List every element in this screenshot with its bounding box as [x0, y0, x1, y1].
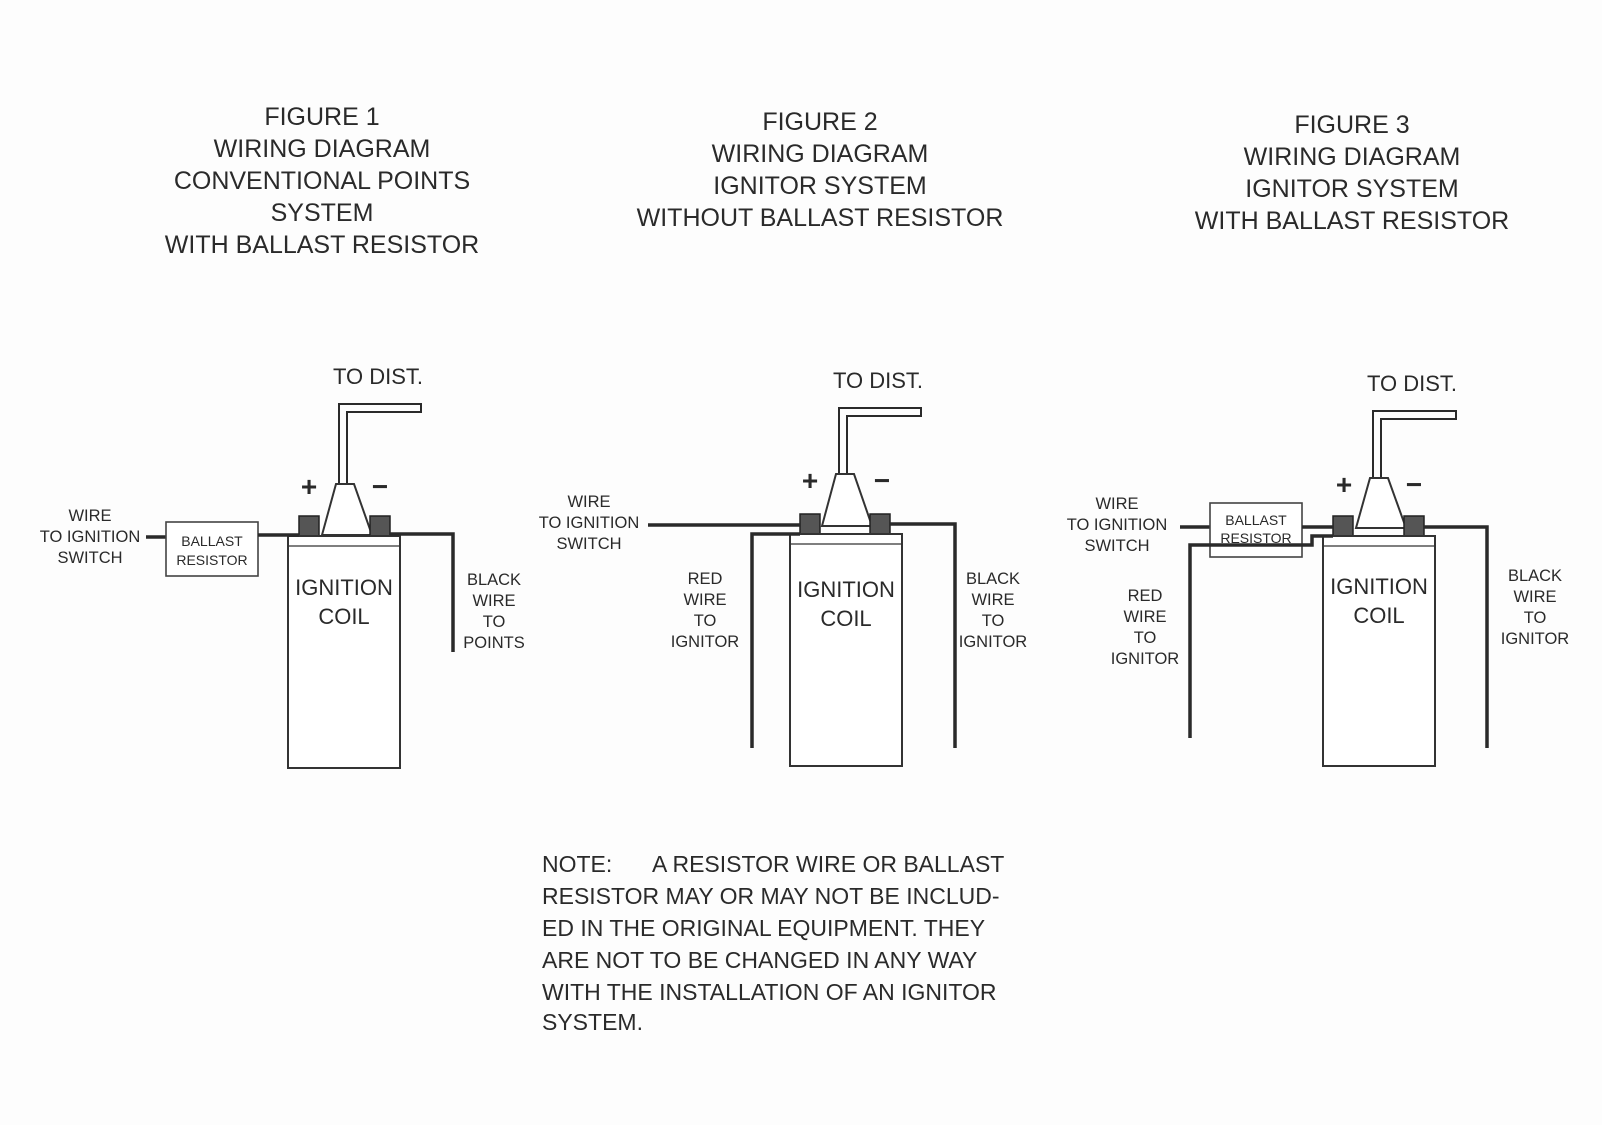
- figure-3-distributor-lead: [1372, 410, 1457, 478]
- figure-3-switch-wire-label: TO IGNITION: [1067, 516, 1168, 534]
- figure-3-red-wire: [1188, 534, 1333, 738]
- figure-3-black-wire: [1424, 525, 1489, 748]
- figure-1-resistor-label: RESISTOR: [176, 552, 247, 568]
- figure-2-black-wire-label: TO: [982, 612, 1005, 630]
- figure-1-title-line: WIRING DIAGRAM: [214, 135, 431, 163]
- figure-2-negative-terminal: [869, 513, 891, 535]
- figure-3-title-line: WITH BALLAST RESISTOR: [1195, 207, 1509, 235]
- figure-1-coil-tower: [320, 483, 374, 536]
- figure-2-coil-tower: [820, 473, 874, 527]
- figure-2-title-line: WIRING DIAGRAM: [712, 140, 929, 168]
- figure-3-ballast-resistor: [1209, 502, 1303, 558]
- note-line: ED IN THE ORIGINAL EQUIPMENT. THEY: [542, 915, 985, 941]
- figure-3: FIGURE 3 WIRING DIAGRAM IGNITOR SYSTEM W…: [1067, 111, 1570, 767]
- figure-2-coil-label: IGNITION: [797, 577, 895, 602]
- figure-3-negative-terminal: [1403, 515, 1425, 537]
- figure-3-resistor-label: RESISTOR: [1220, 530, 1291, 546]
- figure-3-positive-terminal: [1332, 515, 1354, 537]
- figure-3-red-wire-label: IGNITOR: [1111, 650, 1180, 668]
- figure-1-switch-wire-label: TO IGNITION: [40, 528, 141, 546]
- figure-2-black-wire: [890, 522, 957, 748]
- figure-3-coil-tower: [1354, 477, 1408, 529]
- figure-1-switch-wire-label: WIRE: [68, 507, 111, 525]
- figure-2-ignition-coil: [789, 533, 903, 767]
- figure-1-plus-sign: +: [301, 471, 317, 502]
- figure-3-switch-wire-label: WIRE: [1095, 495, 1138, 513]
- figure-3-resistor-label: BALLAST: [1225, 512, 1287, 528]
- figure-1-black-wire: [390, 532, 455, 652]
- figure-2-black-wire-label: WIRE: [971, 591, 1014, 609]
- figure-3-red-wire-label: TO: [1134, 629, 1157, 647]
- note-line: RESISTOR MAY OR MAY NOT BE INCLUD-: [542, 883, 1000, 909]
- figure-1-distributor-lead: [338, 403, 422, 484]
- figure-1-ballast-resistor: [165, 521, 259, 577]
- figure-3-plus-sign: +: [1336, 469, 1352, 500]
- figure-3-red-wire-label: RED: [1128, 587, 1163, 605]
- figure-1-ignition-coil: [287, 535, 401, 769]
- figure-1-coil-label: COIL: [318, 604, 369, 629]
- figure-2-title-line: FIGURE 2: [762, 108, 877, 136]
- figure-3-black-wire-label: IGNITOR: [1501, 630, 1570, 648]
- note-line: WITH THE INSTALLATION OF AN IGNITOR: [542, 979, 997, 1005]
- figure-2-distributor-lead: [838, 407, 922, 474]
- figure-2-plus-sign: +: [802, 465, 818, 496]
- figure-3-black-wire-label: WIRE: [1513, 588, 1556, 606]
- figure-3-ignition-coil: [1322, 535, 1436, 767]
- figure-2: FIGURE 2 WIRING DIAGRAM IGNITOR SYSTEM W…: [539, 108, 1028, 767]
- figure-2-to-dist-label: TO DIST.: [833, 368, 923, 393]
- figure-1-black-wire-label: TO: [483, 613, 506, 631]
- figure-1-title-line: CONVENTIONAL POINTS: [174, 167, 470, 195]
- figure-3-minus-sign: −: [1406, 469, 1422, 500]
- figure-2-black-wire-label: IGNITOR: [959, 633, 1028, 651]
- figure-3-title-line: IGNITOR SYSTEM: [1245, 175, 1458, 203]
- figure-3-title-line: FIGURE 3: [1294, 111, 1409, 139]
- figure-3-to-dist-label: TO DIST.: [1367, 371, 1457, 396]
- figure-2-red-wire-label: RED: [688, 570, 723, 588]
- figure-1-negative-terminal: [369, 515, 391, 537]
- figure-1-black-wire-label: BLACK: [467, 571, 521, 589]
- figure-1-black-wire-label: POINTS: [463, 634, 524, 652]
- figure-1-title-line: WITH BALLAST RESISTOR: [165, 231, 479, 259]
- figure-1: FIGURE 1 WIRING DIAGRAM CONVENTIONAL POI…: [40, 103, 525, 769]
- figure-2-black-wire-label: BLACK: [966, 570, 1020, 588]
- figure-2-title: FIGURE 2 WIRING DIAGRAM IGNITOR SYSTEM W…: [637, 108, 1004, 232]
- figure-2-switch-wire-label: TO IGNITION: [539, 514, 640, 532]
- figure-2-switch-wire-label: WIRE: [567, 493, 610, 511]
- figure-2-title-line: IGNITOR SYSTEM: [713, 172, 926, 200]
- figure-3-red-wire-label: WIRE: [1123, 608, 1166, 626]
- note-block: NOTE: A RESISTOR WIRE OR BALLAST RESISTO…: [542, 851, 1004, 1035]
- figure-1-title-line: FIGURE 1: [264, 103, 379, 131]
- note-label: NOTE:: [542, 851, 612, 877]
- figure-2-red-wire-label: WIRE: [683, 591, 726, 609]
- figure-3-black-wire-label: TO: [1524, 609, 1547, 627]
- figure-2-coil-label: COIL: [820, 606, 871, 631]
- figure-2-red-wire-label: IGNITOR: [671, 633, 740, 651]
- figure-1-coil-label: IGNITION: [295, 575, 393, 600]
- note-line: SYSTEM.: [542, 1009, 643, 1035]
- figure-1-positive-terminal: [298, 515, 320, 537]
- figure-2-positive-terminal: [799, 513, 821, 535]
- figure-1-title: FIGURE 1 WIRING DIAGRAM CONVENTIONAL POI…: [165, 103, 479, 259]
- figure-1-minus-sign: −: [372, 471, 388, 502]
- figure-2-title-line: WITHOUT BALLAST RESISTOR: [637, 204, 1004, 232]
- figure-2-minus-sign: −: [874, 465, 890, 496]
- figure-2-red-wire: [750, 532, 800, 748]
- figure-1-title-line: SYSTEM: [271, 199, 374, 227]
- figure-3-coil-label: IGNITION: [1330, 574, 1428, 599]
- figure-2-switch-wire-label: SWITCH: [556, 535, 621, 553]
- figure-3-black-wire-label: BLACK: [1508, 567, 1562, 585]
- figure-3-title: FIGURE 3 WIRING DIAGRAM IGNITOR SYSTEM W…: [1195, 111, 1509, 235]
- figure-3-coil-label: COIL: [1353, 603, 1404, 628]
- figure-3-switch-wire-label: SWITCH: [1084, 537, 1149, 555]
- figure-1-to-dist-label: TO DIST.: [333, 364, 423, 389]
- note-first-line: A RESISTOR WIRE OR BALLAST: [652, 851, 1004, 877]
- figure-3-title-line: WIRING DIAGRAM: [1244, 143, 1461, 171]
- note-line: ARE NOT TO BE CHANGED IN ANY WAY: [542, 947, 977, 973]
- figure-1-black-wire-label: WIRE: [472, 592, 515, 610]
- figure-1-resistor-label: BALLAST: [181, 533, 243, 549]
- figure-1-switch-wire-label: SWITCH: [57, 549, 122, 567]
- figure-2-red-wire-label: TO: [694, 612, 717, 630]
